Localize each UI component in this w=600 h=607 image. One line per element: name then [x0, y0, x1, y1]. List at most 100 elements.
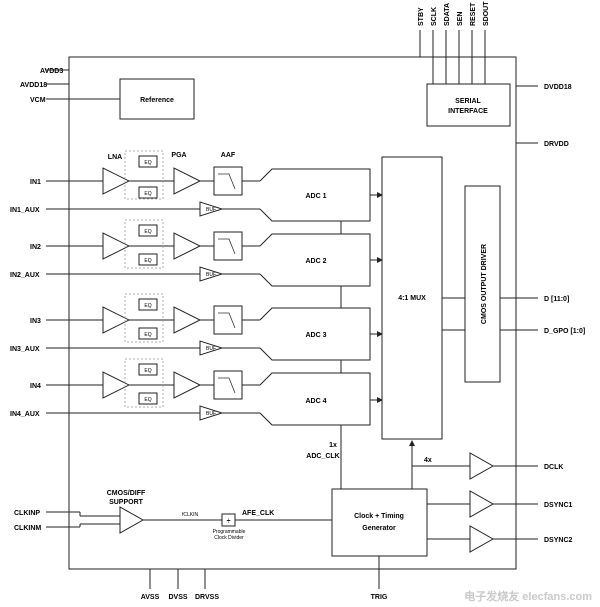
eq-2a [138, 224, 158, 237]
pin-label-drvdd: DRVDD [544, 141, 569, 148]
adc-4-label: ADC 4 [305, 398, 326, 405]
svg-text:EQ: EQ [144, 229, 151, 235]
pin-label-dsync1: DSYNC1 [544, 502, 573, 509]
adc-2-label: ADC 2 [305, 258, 326, 265]
buf-4 [199, 405, 224, 421]
buf-3 [199, 340, 224, 356]
adc-4 [259, 372, 371, 426]
divider-symbol: ÷ [227, 518, 231, 525]
cmos-output-driver-block [464, 185, 501, 383]
aaf-3 [213, 305, 243, 335]
channel-1: IN1 EQ EQ IN1_AUX BUF ADC 1 [10, 150, 383, 222]
watermark: 电子发烧友 elecfans.com [464, 589, 592, 603]
divider-label-1: Programmable [213, 529, 246, 535]
lna-4 [102, 371, 131, 399]
reference-label: Reference [140, 97, 174, 104]
lna-3 [102, 306, 131, 334]
pin-label-d-gpo: D_GPO [1:0] [544, 328, 585, 335]
svg-text:EQ: EQ [144, 160, 151, 166]
aaf-2 [213, 231, 243, 261]
aaf-4 [213, 370, 243, 400]
pga-2 [173, 232, 202, 260]
svg-text:EQ: EQ [144, 303, 151, 309]
serial-interface-block [426, 83, 511, 127]
channel-4: IN4 EQ EQ IN4_AUX BUF ADC 4 [10, 358, 383, 426]
mux-block [381, 156, 443, 440]
svg-text:EQ: EQ [144, 397, 151, 403]
mux-label: 4:1 MUX [398, 295, 426, 302]
dclk-mult: 4x [424, 457, 432, 464]
divider-label-2: Clock Divider [214, 535, 244, 541]
fclkin-label: fCLKIN [182, 512, 199, 518]
lna-1 [102, 167, 131, 195]
channel-2: IN2 EQ EQ IN2_AUX BUF ADC 2 [10, 219, 383, 287]
adc-clk-label: ADC_CLK [306, 453, 339, 460]
pin-label-clkinp: CLKINP [14, 510, 40, 517]
pin-label-in3-aux: IN3_AUX [10, 346, 40, 353]
dclk-driver [469, 452, 495, 480]
buf-1 [199, 201, 224, 217]
svg-text:BUF: BUF [206, 346, 216, 352]
adc-3-label: ADC 3 [305, 332, 326, 339]
pin-label-in1: IN1 [30, 179, 41, 186]
lna-2 [102, 232, 131, 260]
pin-label-in2-aux: IN2_AUX [10, 272, 40, 279]
pin-label-in1-aux: IN1_AUX [10, 207, 40, 214]
pga-4 [173, 371, 202, 399]
serial-interface-label-1: SERIAL [455, 98, 481, 105]
eq-3b [138, 327, 158, 340]
adc-clk-mult: 1x [329, 442, 337, 449]
pin-label-dvss: DVSS [168, 594, 187, 601]
cmos-diff-label-1: CMOS/DIFF [107, 490, 146, 497]
pin-label-drvss: DRVSS [195, 594, 219, 601]
eq-4a [138, 363, 158, 376]
svg-text:BUF: BUF [206, 207, 216, 213]
pga-label: PGA [171, 152, 186, 159]
svg-text:EQ: EQ [144, 258, 151, 264]
svg-text:EQ: EQ [144, 332, 151, 338]
pin-label-in4: IN4 [30, 383, 41, 390]
eq-1b [138, 186, 158, 199]
pin-label-sen: SEN [457, 12, 464, 26]
pin-label-vcm: VCM [30, 97, 46, 104]
pin-label-avdd3: AVDD3 [40, 68, 63, 75]
buf-2 [199, 266, 224, 282]
pin-label-stby: STBY [418, 7, 425, 26]
eq-1a [138, 155, 158, 168]
eq-4b [138, 392, 158, 405]
pga-3 [173, 306, 202, 334]
pin-label-sdata: SDATA [444, 3, 451, 26]
pin-label-in4-aux: IN4_AUX [10, 411, 40, 418]
adc-1-label: ADC 1 [305, 193, 326, 200]
pin-label-dvdd18: DVDD18 [544, 84, 572, 91]
pin-label-avdd18: AVDD18 [20, 82, 47, 89]
pin-label-in3: IN3 [30, 318, 41, 325]
pin-label-sclk: SCLK [431, 7, 438, 26]
aaf-label: AAF [221, 152, 236, 159]
pga-1 [173, 167, 202, 195]
eq-2b [138, 253, 158, 266]
channel-3: IN3 EQ EQ IN3_AUX BUF ADC 3 [10, 293, 383, 361]
reference-block [119, 78, 195, 120]
serial-interface-label-2: INTERFACE [448, 108, 488, 115]
aaf-1 [213, 166, 243, 196]
pin-label-d: D [11:0] [544, 296, 569, 303]
svg-text:BUF: BUF [206, 272, 216, 278]
pin-label-clkinm: CLKINM [14, 525, 41, 532]
pin-label-trig: TRIG [371, 594, 388, 601]
pin-label-in2: IN2 [30, 244, 41, 251]
dsync2-driver [469, 525, 495, 553]
svg-text:BUF: BUF [206, 411, 216, 417]
pin-label-dsync2: DSYNC2 [544, 537, 573, 544]
lna-label: LNA [108, 154, 122, 161]
svg-text:EQ: EQ [144, 368, 151, 374]
dsync1-driver [469, 490, 495, 518]
clock-timing-label-1: Clock + Timing [354, 513, 404, 520]
cmos-output-driver-label: CMOS OUTPUT DRIVER [481, 244, 488, 324]
clock-timing-label-2: Generator [362, 525, 396, 532]
pin-label-reset: RESET [470, 2, 477, 26]
pin-label-avss: AVSS [141, 594, 160, 601]
eq-3a [138, 298, 158, 311]
clock-timing-generator-block [331, 488, 428, 557]
